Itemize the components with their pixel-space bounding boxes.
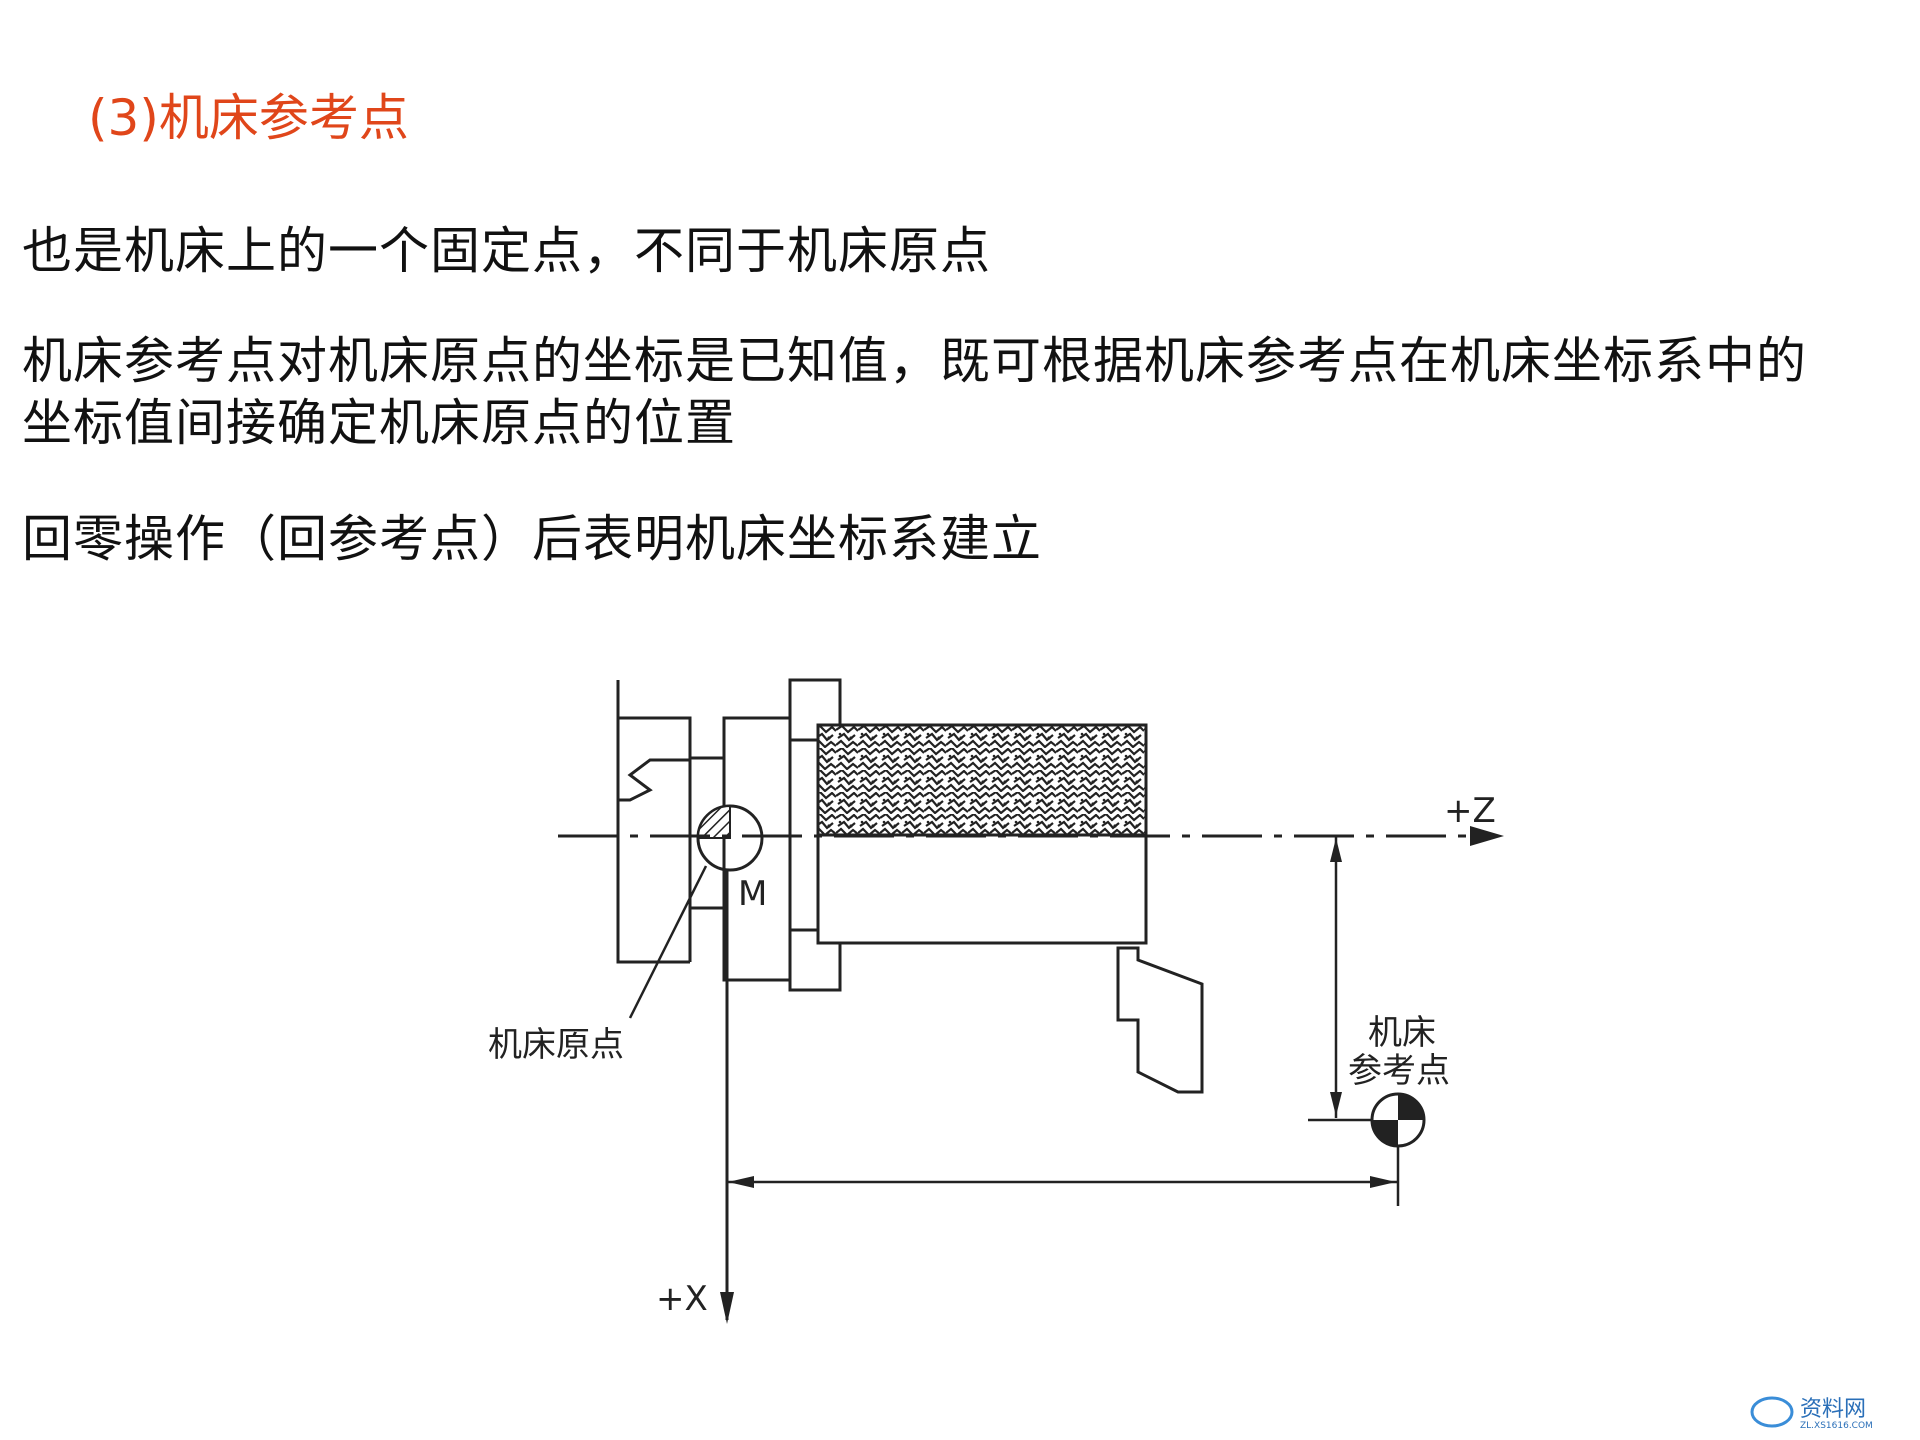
z-axis	[558, 826, 1504, 846]
spindle-flange	[688, 716, 792, 982]
origin-callout-label: 机床原点	[488, 1025, 624, 1065]
origin-callout-leader	[628, 865, 708, 1019]
z-dimension-line	[727, 1118, 1400, 1206]
paragraph-known-coordinates-line-2: 坐标值间接确定机床原点的位置	[22, 394, 736, 452]
cutting-tool	[1116, 946, 1204, 1094]
slide-title: (3)机床参考点	[88, 89, 409, 147]
paragraph-homing: 回零操作（回参考点）后表明机床坐标系建立	[22, 510, 1042, 568]
reference-callout-line-2: 参考点	[1348, 1051, 1450, 1091]
watermark-logo: 资料网 ZL.XS1616.COM	[1750, 1396, 1873, 1431]
z-axis-label: +Z	[1444, 791, 1496, 831]
machine-reference-point-symbol	[1370, 1092, 1426, 1148]
x-axis	[720, 870, 734, 1324]
reference-callout-line-1: 机床	[1368, 1013, 1436, 1053]
origin-marker-label: M	[738, 874, 767, 914]
paragraph-fixed-point: 也是机床上的一个固定点，不同于机床原点	[22, 222, 991, 280]
x-dimension-line	[1308, 836, 1380, 1122]
watermark-swoosh-icon	[1750, 1396, 1794, 1428]
x-axis-label: +X	[656, 1279, 708, 1319]
workpiece	[816, 723, 1148, 945]
watermark-text: 资料网	[1800, 1397, 1866, 1422]
machine-origin-marker: M	[696, 804, 767, 914]
watermark-subtext: ZL.XS1616.COM	[1800, 1421, 1873, 1431]
paragraph-known-coordinates-line-1: 机床参考点对机床原点的坐标是已知值，既可根据机床参考点在机床坐标系中的	[22, 332, 1807, 390]
